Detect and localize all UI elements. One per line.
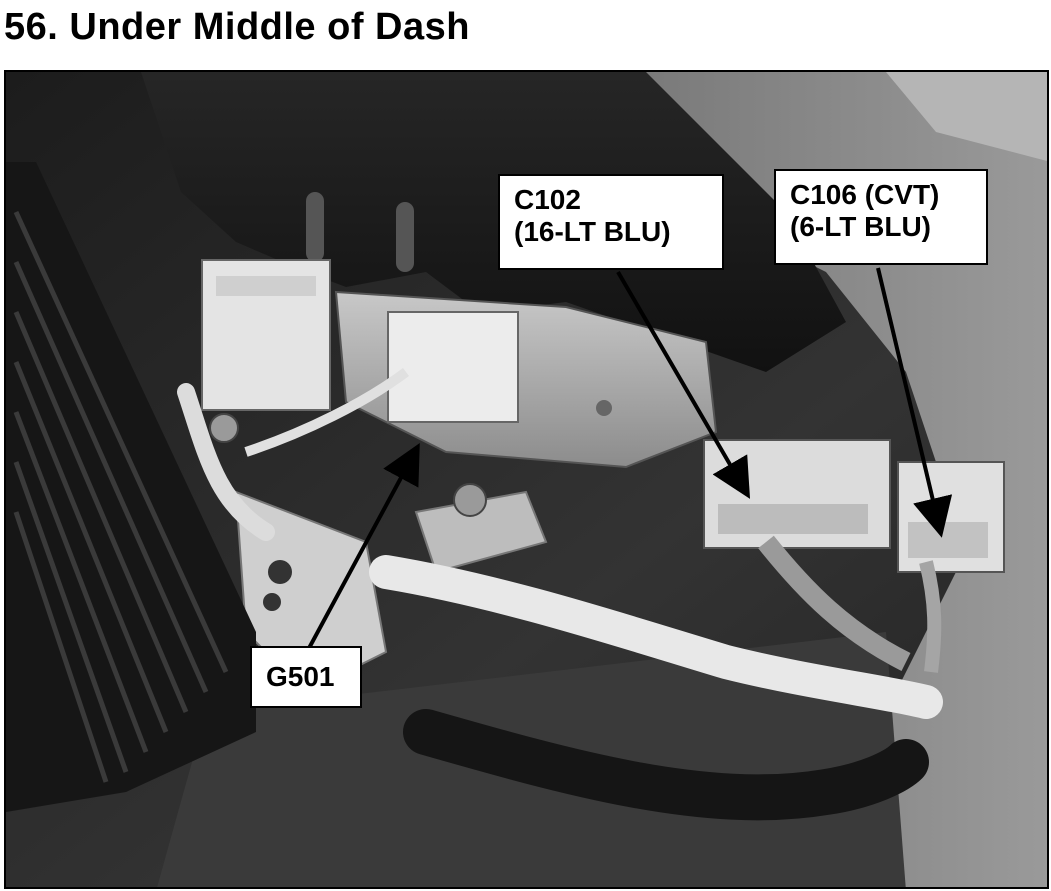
callout-c106-line2: (6-LT BLU) [790, 211, 931, 242]
callout-c102-line2: (16-LT BLU) [514, 216, 671, 247]
callout-c102-line1: C102 [514, 184, 581, 215]
wire [244, 367, 409, 457]
wire-loop [177, 383, 275, 541]
bracket-hole [268, 560, 292, 584]
callout-c106: C106 (CVT) (6-LT BLU) [774, 169, 988, 265]
ground-bolt [453, 483, 487, 517]
arrow-c106 [876, 267, 953, 538]
callout-g501-line1: G501 [266, 661, 335, 692]
cover-slot [396, 202, 414, 272]
carpet-area [646, 72, 1047, 887]
connector-detail [216, 276, 316, 296]
page-title: 56. Under Middle of Dash [4, 6, 470, 48]
ground-bracket [414, 490, 548, 574]
callout-c106-line1: C106 (CVT) [790, 179, 940, 210]
pedal-ribs [13, 210, 229, 783]
callout-c102: C102 (16-LT BLU) [498, 174, 724, 270]
cover-slot [306, 192, 324, 262]
black-harness [403, 709, 929, 821]
connector-c102-face [718, 504, 868, 534]
callout-g501: G501 [250, 646, 362, 708]
connector-c106-face [908, 522, 988, 558]
dash-cover-panel [141, 72, 846, 372]
bracket-bolt [209, 413, 239, 443]
wiring-harness [369, 555, 943, 719]
unit-connector [387, 311, 519, 423]
connector-wires [919, 560, 942, 673]
arrow-c102 [616, 270, 751, 499]
arrow-g501 [306, 442, 420, 651]
upper-trim [886, 72, 1047, 161]
mount-bolt [596, 400, 612, 416]
bracket-hole [263, 593, 281, 611]
connector-wires [758, 535, 911, 671]
